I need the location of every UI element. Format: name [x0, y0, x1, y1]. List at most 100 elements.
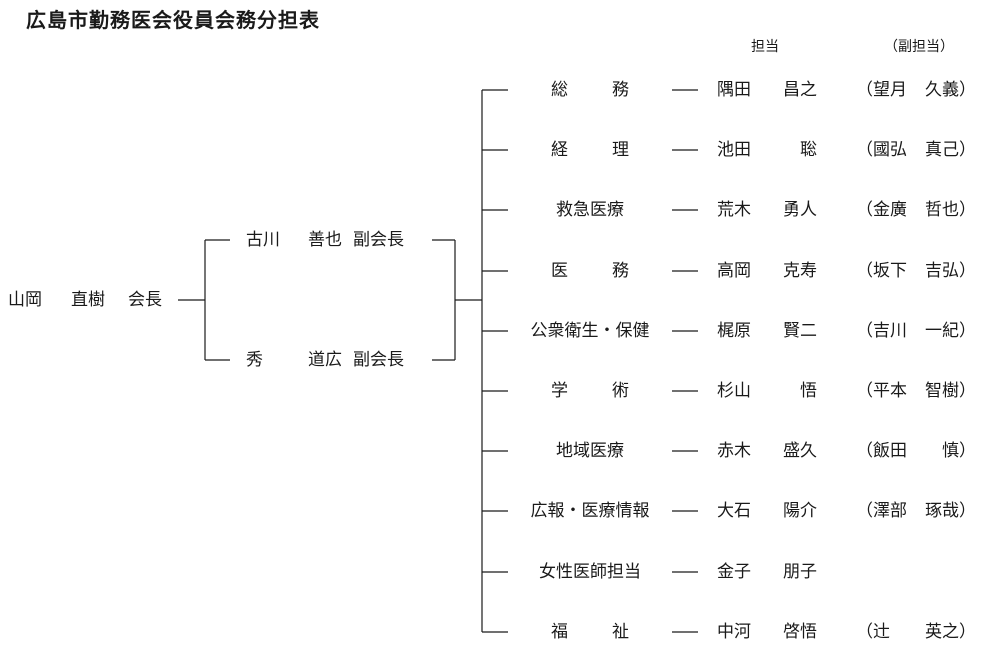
- duty-role-part: 福: [551, 622, 568, 642]
- duty-role-part: 祉: [612, 622, 629, 642]
- sub-assignee-surname: 坂下: [873, 261, 907, 281]
- sub-assignee: （平本智樹）: [856, 381, 976, 401]
- duty-role: 救急医療: [517, 200, 663, 220]
- main-assignee-surname: 池田: [717, 140, 751, 160]
- duty-role: 地域医療: [517, 441, 663, 461]
- sub-assignee-left: （澤部: [856, 501, 907, 521]
- duty-role: 福祉: [551, 622, 629, 642]
- main-assignee-given-name: 啓悟: [783, 622, 817, 642]
- sub-assignee: （國弘真己）: [856, 140, 976, 160]
- sub-assignee-given-name: 真己: [925, 140, 959, 160]
- duty-role-part: 救急医療: [556, 200, 624, 220]
- duty-role: 総務: [551, 80, 629, 100]
- main-assignee: 高岡 克寿: [717, 261, 817, 281]
- sub-assignee-given-name: 一紀: [925, 321, 959, 341]
- main-assignee-surname: 赤木: [717, 441, 751, 461]
- sub-assignee-left: （國弘: [856, 140, 907, 160]
- sub-assignee-given-name: 吉弘: [925, 261, 959, 281]
- main-assignee-surname: 杉山: [717, 381, 751, 401]
- sub-assignee-right: 哲也）: [925, 200, 976, 220]
- close-paren: ）: [959, 501, 976, 521]
- sub-assignee-given-name: 慎: [942, 441, 959, 461]
- sub-assignee-right: 吉弘）: [925, 261, 976, 281]
- main-assignee: 赤木 盛久: [717, 441, 817, 461]
- main-assignee-header: 担当: [751, 39, 779, 55]
- sub-assignee: （坂下吉弘）: [856, 261, 976, 281]
- main-assignee-given-name: 克寿: [783, 261, 817, 281]
- sub-assignee-given-name: 英之: [925, 622, 959, 642]
- duty-row: 広報・医療情報 大石 陽介 （澤部琢哉）: [0, 501, 998, 521]
- duty-role-part: 務: [612, 80, 629, 100]
- duty-role: 女性医師担当: [517, 562, 663, 582]
- sub-assignee-surname: 平本: [873, 381, 907, 401]
- main-assignee: 中河啓悟: [717, 622, 817, 642]
- sub-assignee-header: （副担当）: [884, 39, 954, 55]
- duty-role: 学術: [551, 381, 629, 401]
- duty-role-part: 理: [612, 140, 629, 160]
- open-paren: （: [856, 321, 873, 341]
- main-assignee-surname: 高岡: [717, 261, 751, 281]
- duty-role: 広報・医療情報: [517, 501, 663, 521]
- sub-assignee-left: （吉川: [856, 321, 907, 341]
- duty-row: 女性医師担当金子朋子: [0, 562, 998, 582]
- sub-assignee: （飯田慎）: [856, 441, 976, 461]
- sub-assignee-left: （金廣: [856, 200, 907, 220]
- sub-assignee-right: 慎）: [942, 441, 976, 461]
- open-paren: （: [856, 200, 873, 220]
- vice-president-1-role: 副会長: [353, 230, 404, 250]
- close-paren: ）: [959, 80, 976, 100]
- close-paren: ）: [959, 441, 976, 461]
- vice-president-2-given-name: 道広: [308, 350, 342, 370]
- duty-row: 総務隅田昌之（望月久義）: [0, 80, 998, 100]
- main-assignee: 池田 聡: [717, 140, 817, 160]
- main-assignee-surname: 大石: [717, 501, 751, 521]
- duty-role-part: 術: [612, 381, 629, 401]
- duty-row: 医務高岡克寿（坂下吉弘）: [0, 261, 998, 281]
- sub-assignee-given-name: 久義: [925, 80, 959, 100]
- duty-role-part: 公衆衛生・保健: [530, 321, 650, 341]
- duty-role-part: 医: [551, 261, 568, 281]
- main-assignee: 大石 陽介: [717, 501, 817, 521]
- open-paren: （: [856, 622, 873, 642]
- open-paren: （: [856, 140, 873, 160]
- main-assignee: 隅田 昌之: [717, 80, 817, 100]
- duty-row: 学術杉山悟（平本智樹）: [0, 381, 998, 401]
- main-assignee-given-name: 勇人: [783, 200, 817, 220]
- close-paren: ）: [959, 321, 976, 341]
- president-surname: 山岡: [8, 290, 42, 310]
- main-assignee-given-name: 聡: [800, 140, 817, 160]
- sub-assignee-surname: 吉川: [873, 321, 907, 341]
- sub-assignee-surname: 澤部: [873, 501, 907, 521]
- sub-assignee-left: （望月: [856, 80, 907, 100]
- main-assignee-given-name: 盛久: [783, 441, 817, 461]
- main-assignee-surname: 隅田: [717, 80, 751, 100]
- sub-assignee: （金廣哲也）: [856, 200, 976, 220]
- sub-assignee-given-name: 琢哉: [925, 501, 959, 521]
- main-assignee-given-name: 陽介: [783, 501, 817, 521]
- duty-row: 公衆衛生・保健 梶原賢二 （吉川一紀）: [0, 321, 998, 341]
- duty-role-part: 学: [551, 381, 568, 401]
- duty-role-part: 広報・医療情報: [530, 501, 650, 521]
- open-paren: （: [856, 501, 873, 521]
- sub-assignee-surname: 辻: [873, 622, 890, 642]
- vice-president-1-surname: 古川: [246, 230, 280, 250]
- main-assignee: 杉山 悟: [717, 381, 817, 401]
- president-name: 山岡 直樹: [8, 290, 105, 310]
- vice-president-2-role: 副会長: [353, 350, 404, 370]
- main-assignee-given-name: 昌之: [783, 80, 817, 100]
- vice-president-2-name: 秀 道広: [246, 350, 342, 370]
- duty-row: 救急医療 荒木 勇人 （金廣哲也）: [0, 200, 998, 220]
- duty-role-part: 総: [551, 80, 568, 100]
- duty-role-part: 地域医療: [556, 441, 624, 461]
- main-assignee: 梶原賢二: [717, 321, 817, 341]
- sub-assignee: （澤部琢哉）: [856, 501, 976, 521]
- sub-assignee-given-name: 智樹: [925, 381, 959, 401]
- main-assignee-surname: 荒木: [717, 200, 751, 220]
- sub-assignee-right: 一紀）: [925, 321, 976, 341]
- duty-row: 地域医療 赤木 盛久 （飯田慎）: [0, 441, 998, 461]
- main-assignee-given-name: 賢二: [783, 321, 817, 341]
- main-assignee-given-name: 悟: [800, 381, 817, 401]
- sub-assignee-right: 智樹）: [925, 381, 976, 401]
- main-assignee-given-name: 朋子: [783, 562, 817, 582]
